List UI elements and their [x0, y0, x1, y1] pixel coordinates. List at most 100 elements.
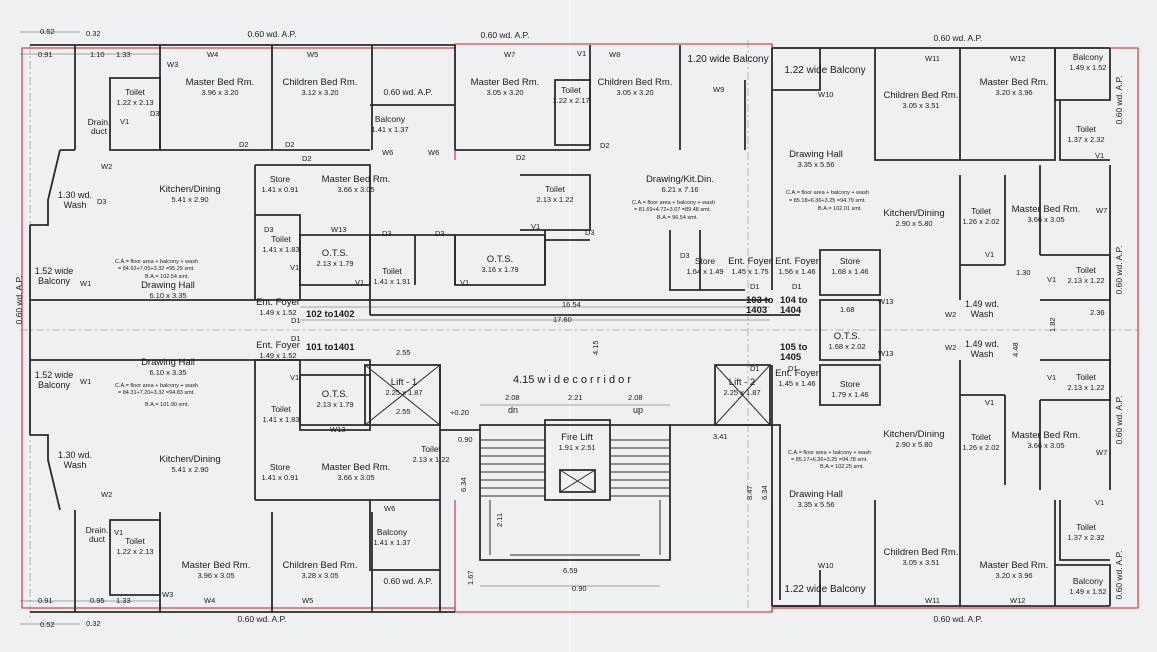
tag-w2-right-a: W2 — [945, 310, 956, 319]
room-size: 1.49 x 1.52 — [259, 351, 296, 360]
room-name: Kitchen/Dining — [883, 208, 944, 219]
ca-calc-c: = 85.18+6.36+3.25 =94.79 smt. — [789, 198, 866, 204]
room-ots-213-179-b2: O.T.S.2.13 x 1.79 — [316, 389, 353, 409]
balcony-122-bottom: 1.22 wide Balcony — [784, 584, 865, 595]
dim-236: 2.36 — [1090, 308, 1105, 317]
tag-w2-right-b: W2 — [945, 343, 956, 352]
dim-255-upper: 2.55 — [396, 348, 411, 357]
room-size: 1.68 x 2.02 — [828, 342, 865, 351]
stair-dn: dn — [508, 405, 518, 415]
room-name: Store — [695, 256, 716, 266]
stair-up: up — [633, 405, 643, 415]
dim-341: 3.41 — [713, 432, 728, 441]
room-name: Kitchen/Dining — [159, 454, 220, 465]
staircase — [480, 439, 670, 556]
ca-calc-d: = 84.31+7.20+3.32 =94.83 smt. — [118, 390, 195, 396]
ca-calc-a: = 84.92+7.05+3.32 =95.29 smt. — [118, 266, 195, 272]
room-name: Kitchen/Dining — [883, 429, 944, 440]
room-name: Toilet — [1076, 265, 1096, 275]
dim-847: 8.47 — [745, 485, 754, 500]
room-size: 1.26 x 2.02 — [962, 443, 999, 452]
wd-ap-top-mid: 0.60 wd. A.P. — [481, 30, 530, 40]
ca-note-e: C.A.= floor area + balcony + wash — [788, 450, 871, 456]
room-name: Lift - 1 — [391, 377, 417, 388]
tag-w7-right: W7 — [1096, 206, 1107, 215]
room-children-328-305: Children Bed Rm.3.28 x 3.05 — [283, 560, 358, 580]
tag-v1-i: V1 — [1095, 151, 1104, 160]
tag-d3-a: D3 — [150, 109, 160, 118]
room-name: Balcony — [1073, 52, 1104, 62]
room-name: Toilet — [271, 234, 291, 244]
labels: 0.60 wd. A.P. 0.60 wd. A.P. 0.60 wd. A.P… — [14, 29, 1124, 624]
room-master-366-305-b6: Master Bed Rm.3.66 x 3.05 — [322, 462, 391, 482]
room-size: 1.41 x 1.37 — [371, 125, 408, 134]
room-name: Ent. Foyer — [775, 256, 819, 267]
wd-ap-right-top: 0.60 wd. A.P. — [1114, 76, 1124, 125]
room-size: 3.05 x 3.20 — [486, 88, 523, 97]
room-size: 3.12 x 3.20 — [301, 88, 338, 97]
room-size: 1.79 x 1.46 — [831, 390, 868, 399]
tag-w5-top: W5 — [307, 50, 318, 59]
room-size: 3.05 x 3.20 — [616, 88, 653, 97]
room-size: 5.41 x 2.90 — [171, 465, 208, 474]
tag-w7-right-b: W7 — [1096, 448, 1107, 457]
room-master-366-305r-b12: Master Bed Rm.3.66 x 3.05 — [1012, 430, 1081, 450]
room-size: 2.13 x 1.22 — [412, 455, 449, 464]
dim-032-top: 0.32 — [86, 29, 101, 38]
dim-208-left: 2.08 — [505, 393, 520, 402]
room-name: Master Bed Rm. — [322, 174, 391, 185]
tag-w13-lower: W13 — [330, 425, 345, 434]
room-name: Store — [840, 256, 861, 266]
wd-ap-right-mid: 0.60 wd. A.P. — [1114, 246, 1124, 295]
dim-095: 0.95 — [90, 596, 105, 605]
dim-091-top: 0.91 — [38, 50, 53, 59]
walls — [29, 44, 1111, 613]
balcony-122-top: 1.22 wide Balcony — [784, 65, 865, 76]
room-name: duct — [89, 534, 106, 544]
room-size: 1.26 x 2.02 — [962, 217, 999, 226]
wd-ap-mid: 0.60 wd. A.P. — [384, 87, 433, 97]
room-lift2: Lift - 22.25 x 1.87 — [723, 377, 760, 397]
tag-w8: W8 — [609, 50, 620, 59]
room-size: 3.05 x 3.51 — [902, 558, 939, 567]
room-size: 1.41 x 0.91 — [261, 473, 298, 482]
tag-d2-a: D2 — [239, 140, 249, 149]
room-size: 3.66 x 3.05 — [337, 473, 374, 482]
lift-marks — [364, 364, 771, 493]
balcony-120: 1.20 wide Balcony — [687, 54, 768, 65]
room-name: Toilet — [971, 206, 991, 216]
dim-052-top: 0.52 — [40, 27, 55, 36]
room-size: 2.25 x 1.87 — [723, 388, 760, 397]
room-master-366-305r: Master Bed Rm.3.66 x 3.05 — [1012, 204, 1081, 224]
room-ots-168-202: O.T.S.1.68 x 2.02 — [828, 331, 865, 351]
tag-v1-g: V1 — [985, 250, 994, 259]
wd-ap-bottom-right: 0.60 wd. A.P. — [934, 614, 983, 624]
dim-020: +0.20 — [450, 408, 469, 417]
dim-167: 1.67 — [466, 570, 475, 585]
room-size: 1.37 x 2.32 — [1067, 135, 1104, 144]
ba-note-c: B.A.= 102.01 smt. — [818, 206, 862, 212]
room-name: Toilet — [271, 404, 291, 414]
tag-v1-c: V1 — [290, 263, 299, 272]
tag-d2-d: D2 — [516, 153, 526, 162]
tag-w1-bottom: W1 — [80, 377, 91, 386]
room-name: Drawing Hall — [789, 149, 843, 160]
ba-note-a: B.A.= 102.54 smt. — [145, 274, 189, 280]
